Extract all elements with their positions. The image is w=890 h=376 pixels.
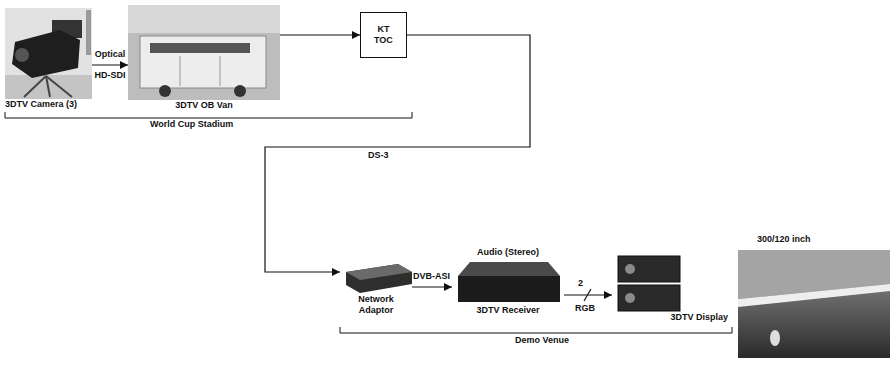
- signal-label: Optical HD-SDI: [92, 44, 128, 86]
- device-caption: 3DTV Display: [612, 312, 736, 323]
- device-top: [346, 264, 412, 280]
- signal-connector: [564, 294, 612, 295]
- device-body: [346, 264, 412, 293]
- photo-ground: [128, 5, 280, 100]
- ob-van-node: 3DTV OB Van: [128, 5, 280, 111]
- picture-space: [128, 5, 280, 100]
- tripod-leg: [24, 76, 46, 97]
- camera-lens: [15, 48, 29, 62]
- projector: [618, 285, 680, 311]
- camera-photo: [5, 8, 92, 99]
- projector-lens: [625, 264, 635, 274]
- van-wheel: [159, 85, 171, 97]
- bus-width: 2: [578, 278, 583, 289]
- camera-node: 3DTV Camera (3): [5, 8, 92, 110]
- screen-band: [738, 284, 890, 307]
- tripod-leg: [46, 76, 72, 97]
- signal-connector: [265, 35, 530, 272]
- projector: [618, 256, 680, 282]
- photo-building: [128, 5, 280, 33]
- device-caption: Network Adaptor: [340, 294, 412, 316]
- signal-connector: [280, 34, 360, 35]
- projector-lens: [625, 293, 635, 303]
- van-body: [140, 36, 266, 88]
- signal-label: RGB: [575, 303, 595, 314]
- picture-space: [5, 8, 92, 99]
- device-caption: 3DTV Camera (3): [5, 99, 92, 110]
- picture-space: [340, 258, 412, 294]
- screen-image: [738, 250, 890, 358]
- device-front: [458, 276, 560, 302]
- picture-space: [612, 250, 736, 312]
- group-bracket: [5, 112, 412, 118]
- device-caption: 3DTV OB Van: [128, 100, 280, 111]
- photo-post: [86, 10, 91, 55]
- signal-label: DVB-ASI: [413, 271, 450, 282]
- receiver-device: [458, 262, 560, 302]
- signal-connector: [412, 286, 452, 287]
- screen: [738, 250, 890, 358]
- van-door: [180, 56, 181, 86]
- picture-space: [452, 258, 564, 305]
- network-adaptor-device: [346, 264, 412, 293]
- group-label: World Cup Stadium: [150, 119, 233, 130]
- signal-label: DS-3: [368, 150, 389, 161]
- photo-floor: [5, 75, 92, 99]
- size-label: 300/120 inch: [757, 234, 811, 245]
- van-windows: [150, 43, 250, 53]
- receiver-node: Audio (Stereo) 3DTV Receiver: [452, 247, 564, 316]
- adaptor-node: Network Adaptor: [340, 258, 412, 316]
- process-box: KT TOC: [360, 12, 407, 58]
- device-top: [458, 262, 560, 276]
- van-wheel: [234, 85, 246, 97]
- photo-ground: [5, 8, 92, 99]
- device-caption: 3DTV Receiver: [452, 305, 564, 316]
- screen-figure: [770, 330, 780, 346]
- group-label: Demo Venue: [515, 335, 569, 346]
- box-text: KT TOC: [374, 24, 393, 46]
- ob-van-photo: [128, 5, 280, 100]
- projector-pair: [618, 256, 680, 311]
- camera-body: [12, 30, 80, 78]
- van-door: [220, 56, 221, 86]
- signal-connector: [92, 64, 128, 65]
- device-label: Audio (Stereo): [452, 247, 564, 258]
- group-bracket: [340, 327, 732, 333]
- display-node: 3DTV Display: [612, 250, 736, 323]
